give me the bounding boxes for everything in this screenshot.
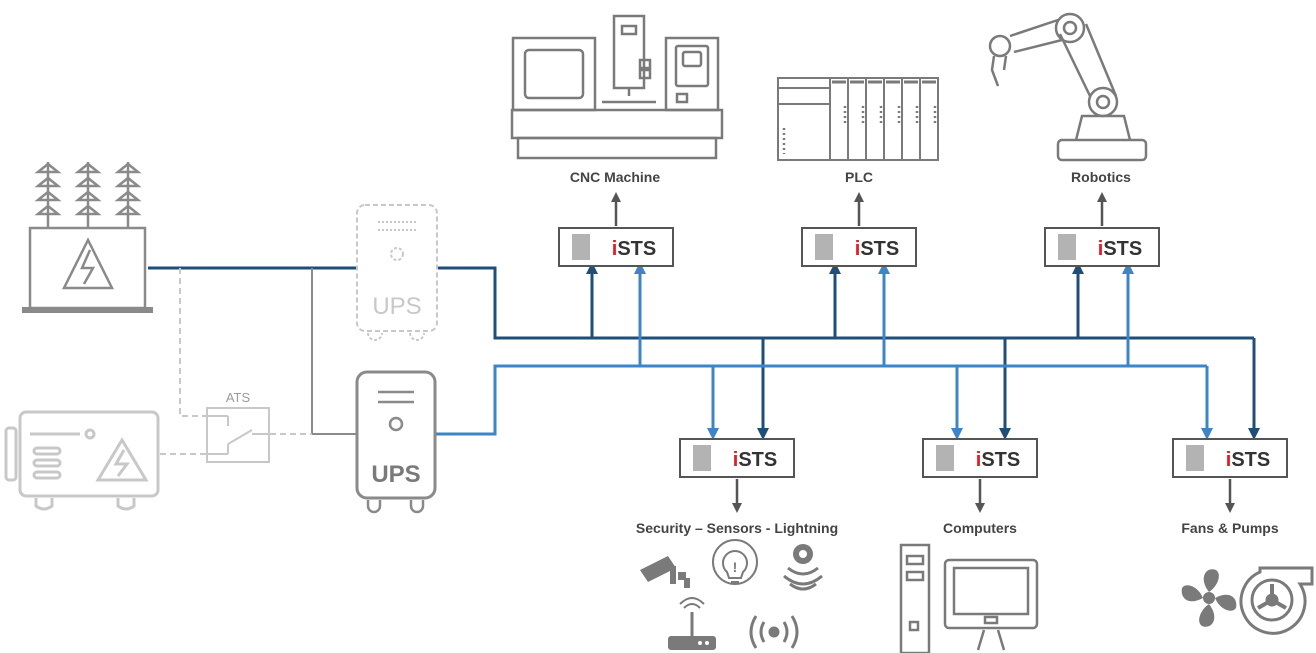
load-label-computers: Computers: [943, 520, 1017, 536]
ists-unit-plc: iSTS: [801, 227, 917, 267]
ists-prefix: i: [612, 238, 618, 260]
router-icon: [668, 597, 716, 650]
ists-unit-computers: iSTS: [922, 438, 1038, 478]
ists-prefix: i: [855, 238, 861, 260]
ists-unit-cnc: iSTS: [558, 227, 674, 267]
transformer-icon: [22, 162, 153, 313]
security-camera-icon: [640, 556, 690, 588]
wireless-icon: [749, 615, 799, 649]
ists-unit-security: iSTS: [679, 438, 795, 478]
svg-text:iSTS: iSTS: [976, 449, 1020, 471]
ups-top-label: UPS: [372, 293, 421, 320]
ists-prefix: i: [976, 449, 982, 471]
ists-suffix: STS: [1231, 449, 1270, 471]
ats-switch: ATS: [206, 390, 270, 463]
ists-prefix: i: [1226, 449, 1232, 471]
ists-unit-robotics: iSTS: [1044, 227, 1160, 267]
svg-text:iSTS: iSTS: [733, 449, 777, 471]
load-label-security: Security – Sensors - Lightning: [636, 520, 838, 536]
ups-top-icon: UPS: [356, 204, 438, 341]
robot-arm-icon: [988, 12, 1148, 162]
ists-suffix: STS: [981, 449, 1020, 471]
generator-icon: [4, 410, 160, 511]
ats-label: ATS: [226, 390, 251, 405]
ists-prefix: i: [733, 449, 739, 471]
ists-suffix: STS: [738, 449, 777, 471]
svg-text:iSTS: iSTS: [612, 238, 656, 260]
load-label-cnc: CNC Machine: [570, 169, 660, 185]
svg-text:iSTS: iSTS: [1226, 449, 1270, 471]
svg-text:iSTS: iSTS: [855, 238, 899, 260]
cnc-machine-icon: [510, 14, 724, 160]
bulb-icon: !: [712, 539, 758, 585]
ups-bottom-icon: UPS: [355, 370, 437, 514]
computer-tower-icon: [899, 543, 931, 653]
fan-icon: [1181, 569, 1237, 627]
svg-text:iSTS: iSTS: [1098, 238, 1142, 260]
load-label-robotics: Robotics: [1071, 169, 1131, 185]
ists-prefix: i: [1098, 238, 1104, 260]
svg-text:!: !: [733, 559, 738, 575]
load-label-plc: PLC: [845, 169, 873, 185]
bus-b-lines: [436, 262, 1213, 440]
pump-icon: [1239, 566, 1314, 635]
output-arrows: [611, 192, 1235, 513]
feed-lines: [148, 266, 356, 455]
ists-unit-fans: iSTS: [1172, 438, 1288, 478]
ups-bottom-label: UPS: [371, 461, 420, 488]
ists-suffix: STS: [1103, 238, 1142, 260]
plc-icon: [777, 77, 939, 161]
bus-a-lines: [438, 262, 1260, 440]
ists-suffix: STS: [860, 238, 899, 260]
load-label-fans: Fans & Pumps: [1181, 520, 1278, 536]
sensor-icon: [783, 544, 823, 591]
ists-suffix: STS: [617, 238, 656, 260]
monitor-icon: [943, 558, 1039, 651]
